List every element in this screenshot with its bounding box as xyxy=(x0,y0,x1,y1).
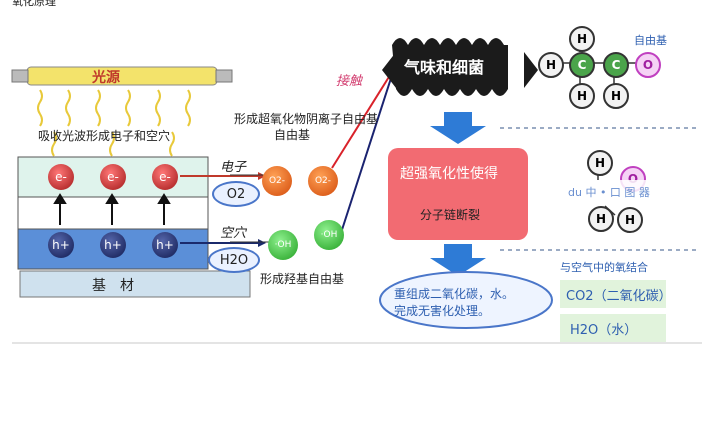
oxidation-box xyxy=(388,148,528,240)
recombine-ellipse xyxy=(379,271,553,329)
top-caption: 氧化原理 xyxy=(12,0,56,8)
hole-label: 空穴 xyxy=(220,226,247,241)
atom-h-low-2: H xyxy=(588,206,614,232)
substrate-label: 基 材 xyxy=(92,278,134,294)
hole-2: h+ xyxy=(100,232,126,258)
atom-h-bottom-2: H xyxy=(603,83,629,109)
light-rays xyxy=(37,89,191,157)
odor-bacteria-label: 气味和细菌 xyxy=(404,58,485,77)
light-source-label: 光源 xyxy=(92,70,120,86)
substrate-block xyxy=(19,270,251,298)
combine-oxygen-label: 与空气中的氧结合 xyxy=(560,261,648,274)
light-tube xyxy=(26,66,218,86)
atom-h-low-1: H xyxy=(587,150,613,176)
hole-1: h+ xyxy=(48,232,74,258)
recombine-line-2: 完成无害化处理。 xyxy=(394,304,491,318)
atom-h-bottom-1: H xyxy=(569,83,595,109)
recombine-line-1: 重组成二氧化碳，水。 xyxy=(394,287,515,301)
atom-c-2: C xyxy=(603,52,629,78)
oh-radical-2: ·OH xyxy=(314,220,344,250)
hole-3: h+ xyxy=(152,232,178,258)
chain-break-text: 分子链断裂 xyxy=(420,208,481,222)
h2o-box xyxy=(560,314,666,342)
hydroxyl-text: 形成羟基自由基 xyxy=(260,272,345,286)
contact-label: 接触 xyxy=(336,74,363,89)
oh-radical-1: ·OH xyxy=(268,230,298,260)
superoxide-text-2: 自由基 xyxy=(274,128,311,142)
h2o-result: H2O（水） xyxy=(570,323,638,338)
odor-bacteria-blob xyxy=(392,38,508,96)
absorb-text: 吸收光波形成电子和空穴 xyxy=(38,129,171,143)
watermark-toolbar[interactable]: du 中 • 口 图 器 xyxy=(562,180,708,204)
h2o-ellipse: H2O xyxy=(208,247,260,273)
o2-ellipse: O2 xyxy=(212,181,260,207)
atom-h-top: H xyxy=(569,26,595,52)
down-arrow-1 xyxy=(430,112,486,144)
electron-3: e- xyxy=(152,164,178,190)
strong-oxidation-text: 超强氧化性使得 xyxy=(400,166,498,182)
atom-h-left: H xyxy=(538,52,564,78)
down-arrow-2 xyxy=(430,244,486,276)
superoxide-text: 形成超氧化物阴离子自由基 xyxy=(234,112,379,126)
electron-label: 电子 xyxy=(220,160,247,175)
watermark-text: du 中 • 口 图 器 xyxy=(568,186,650,199)
atom-h-low-3: H xyxy=(617,207,643,233)
o2-radical-1: O2- xyxy=(262,166,292,196)
free-radical-label: 自由基 xyxy=(634,34,667,47)
electron-1: e- xyxy=(48,164,74,190)
electron-2: e- xyxy=(100,164,126,190)
o2-radical-2: O2- xyxy=(308,166,338,196)
atom-o: O xyxy=(635,52,661,78)
atom-c-1: C xyxy=(569,52,595,78)
co2-result: CO2（二氧化碳） xyxy=(566,289,672,304)
co2-box xyxy=(560,280,666,308)
